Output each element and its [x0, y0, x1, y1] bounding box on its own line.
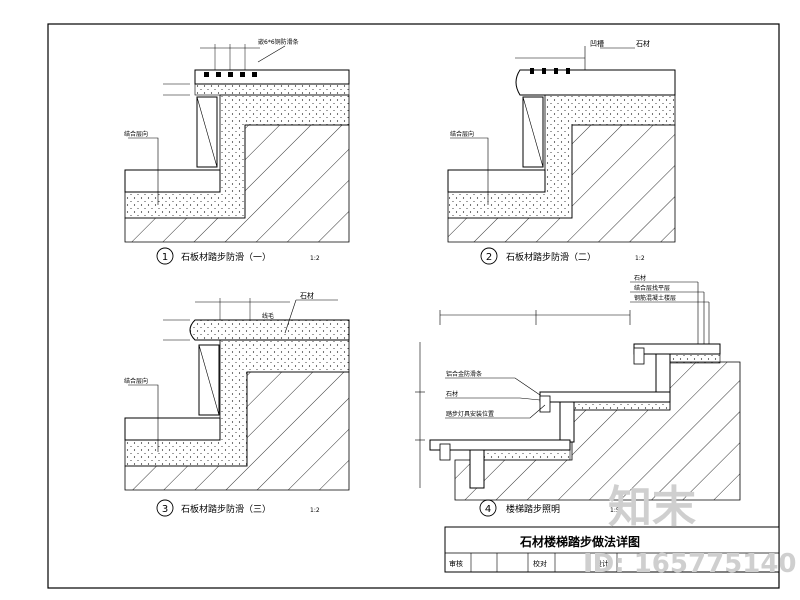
- watermark-logo: 知末: [608, 482, 696, 533]
- detail-4-label-2: 结合层找平层: [634, 284, 670, 292]
- detail-1-label-top: 嵌6*6铜防滑条: [258, 38, 299, 46]
- detail-3-number: 3: [162, 504, 168, 515]
- title-block: [444, 526, 780, 573]
- detail-4-scale: 1:5: [610, 507, 620, 514]
- detail-4-caption: 楼梯踏步照明: [506, 503, 560, 515]
- title-block-check: 校对: [533, 559, 547, 568]
- detail-2-label-groove: 凹槽: [590, 39, 604, 48]
- detail-4-label-6: 踏步灯具安装位置: [446, 410, 494, 418]
- detail-4-number: 4: [485, 504, 491, 515]
- detail-4-label-5: 石材: [446, 390, 458, 398]
- detail-1-caption: 石板材踏步防滑（一）: [181, 251, 271, 263]
- detail-3-scale: 1:2: [310, 507, 320, 514]
- detail-2-caption: 石板材踏步防滑（二）: [506, 251, 596, 263]
- detail-1-label-bottom: 结合层向: [124, 130, 148, 138]
- detail-4: [415, 281, 741, 517]
- detail-4-label-1: 石材: [634, 274, 646, 282]
- detail-2-label-bottom: 结合层向: [450, 130, 474, 138]
- watermark-id: ID: 165775140: [583, 549, 797, 579]
- detail-3-label-mid: 线毛: [262, 312, 274, 320]
- detail-3: [124, 298, 350, 517]
- detail-2-number: 2: [486, 252, 492, 263]
- detail-2-scale: 1:2: [635, 255, 645, 262]
- detail-1-number: 1: [162, 252, 168, 263]
- detail-3-label-bottom: 结合层向: [124, 377, 148, 385]
- title-block-review: 审核: [449, 559, 463, 568]
- title-block-design: 设计: [595, 559, 609, 568]
- title-block-title: 石材楼梯踏步做法详图: [519, 534, 640, 549]
- detail-4-label-4: 铝合金防滑条: [446, 370, 482, 378]
- detail-3-label-stone: 石材: [300, 291, 314, 300]
- detail-2: [447, 46, 676, 265]
- sheet-border: [47, 23, 780, 589]
- detail-3-caption: 石板材踏步防滑（三）: [181, 503, 271, 515]
- detail-4-label-3: 钢筋混凝土楼层: [634, 294, 676, 302]
- detail-1-scale: 1:2: [310, 255, 320, 262]
- detail-2-label-stone: 石材: [636, 39, 650, 48]
- detail-1: [124, 44, 350, 265]
